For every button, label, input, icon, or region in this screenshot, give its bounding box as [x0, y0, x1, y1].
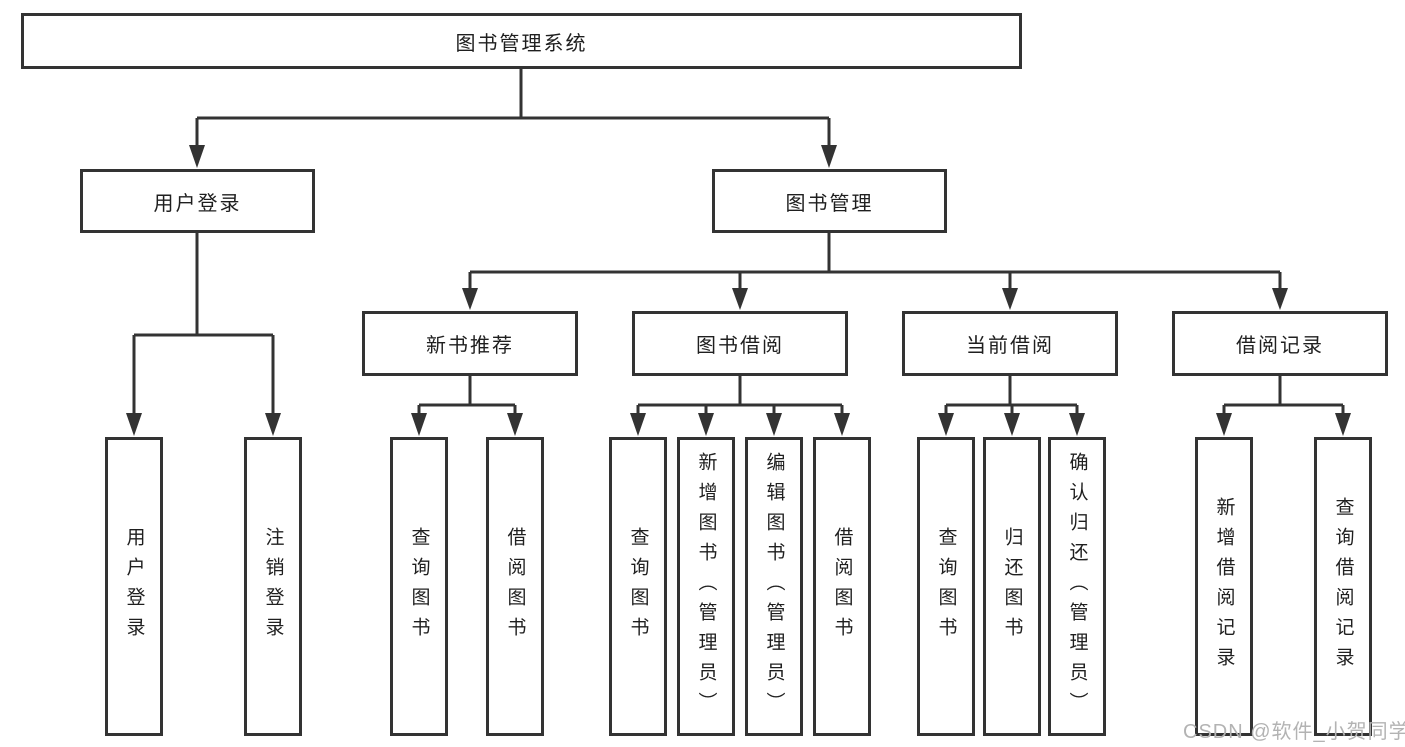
leaf-current-query-book: 查询图书: [917, 437, 975, 736]
leaf-logout-label: 注销登录: [262, 526, 284, 647]
node-current-borrowing-label: 当前借阅: [966, 335, 1054, 357]
leaf-query-borrow-record: 查询借阅记录: [1314, 437, 1372, 736]
leaf-add-book-admin-label: 新增图书（管理员）: [695, 451, 717, 722]
node-current-borrowing: 当前借阅: [902, 311, 1118, 376]
node-root: 图书管理系统: [21, 13, 1022, 69]
leaf-recommend-borrow-book-label: 借阅图书: [504, 526, 526, 647]
node-borrowing-records-label: 借阅记录: [1236, 335, 1324, 357]
leaf-confirm-return-admin-label: 确认归还（管理员）: [1066, 451, 1088, 722]
leaf-edit-book-admin-label: 编辑图书（管理员）: [763, 451, 785, 722]
leaf-add-book-admin: 新增图书（管理员）: [677, 437, 735, 736]
node-book-management-label: 图书管理: [785, 192, 874, 215]
leaf-borrow-query-book-label: 查询图书: [627, 526, 649, 647]
node-new-book-recommend: 新书推荐: [362, 311, 578, 376]
node-borrowing-records: 借阅记录: [1172, 311, 1388, 376]
leaf-edit-book-admin: 编辑图书（管理员）: [745, 437, 803, 736]
leaf-recommend-query-book-label: 查询图书: [408, 526, 430, 647]
arrowheads: [126, 145, 1351, 436]
leaf-add-borrow-record: 新增借阅记录: [1195, 437, 1253, 736]
leaf-borrow-book: 借阅图书: [813, 437, 871, 736]
leaf-return-book-label: 归还图书: [1001, 526, 1023, 647]
leaf-confirm-return-admin: 确认归还（管理员）: [1048, 437, 1106, 736]
leaf-recommend-query-book: 查询图书: [390, 437, 448, 736]
csdn-watermark: CSDN @软件_小贺同学: [1183, 721, 1405, 743]
leaf-recommend-borrow-book: 借阅图书: [486, 437, 544, 736]
node-user-login-label: 用户登录: [153, 192, 242, 215]
node-root-label: 图书管理系统: [455, 32, 588, 55]
node-book-borrowing-label: 图书借阅: [696, 335, 784, 357]
leaf-return-book: 归还图书: [983, 437, 1041, 736]
node-user-login: 用户登录: [80, 169, 315, 233]
leaf-user-login-label: 用户登录: [123, 526, 145, 647]
node-book-management: 图书管理: [712, 169, 947, 233]
leaf-user-login: 用户登录: [105, 437, 163, 736]
leaf-borrow-book-label: 借阅图书: [831, 526, 853, 647]
leaf-logout: 注销登录: [244, 437, 302, 736]
leaf-add-borrow-record-label: 新增借阅记录: [1213, 496, 1235, 677]
node-book-borrowing: 图书借阅: [632, 311, 848, 376]
leaf-query-borrow-record-label: 查询借阅记录: [1332, 496, 1354, 677]
node-new-book-recommend-label: 新书推荐: [426, 335, 514, 357]
leaf-current-query-book-label: 查询图书: [935, 526, 957, 647]
leaf-borrow-query-book: 查询图书: [609, 437, 667, 736]
